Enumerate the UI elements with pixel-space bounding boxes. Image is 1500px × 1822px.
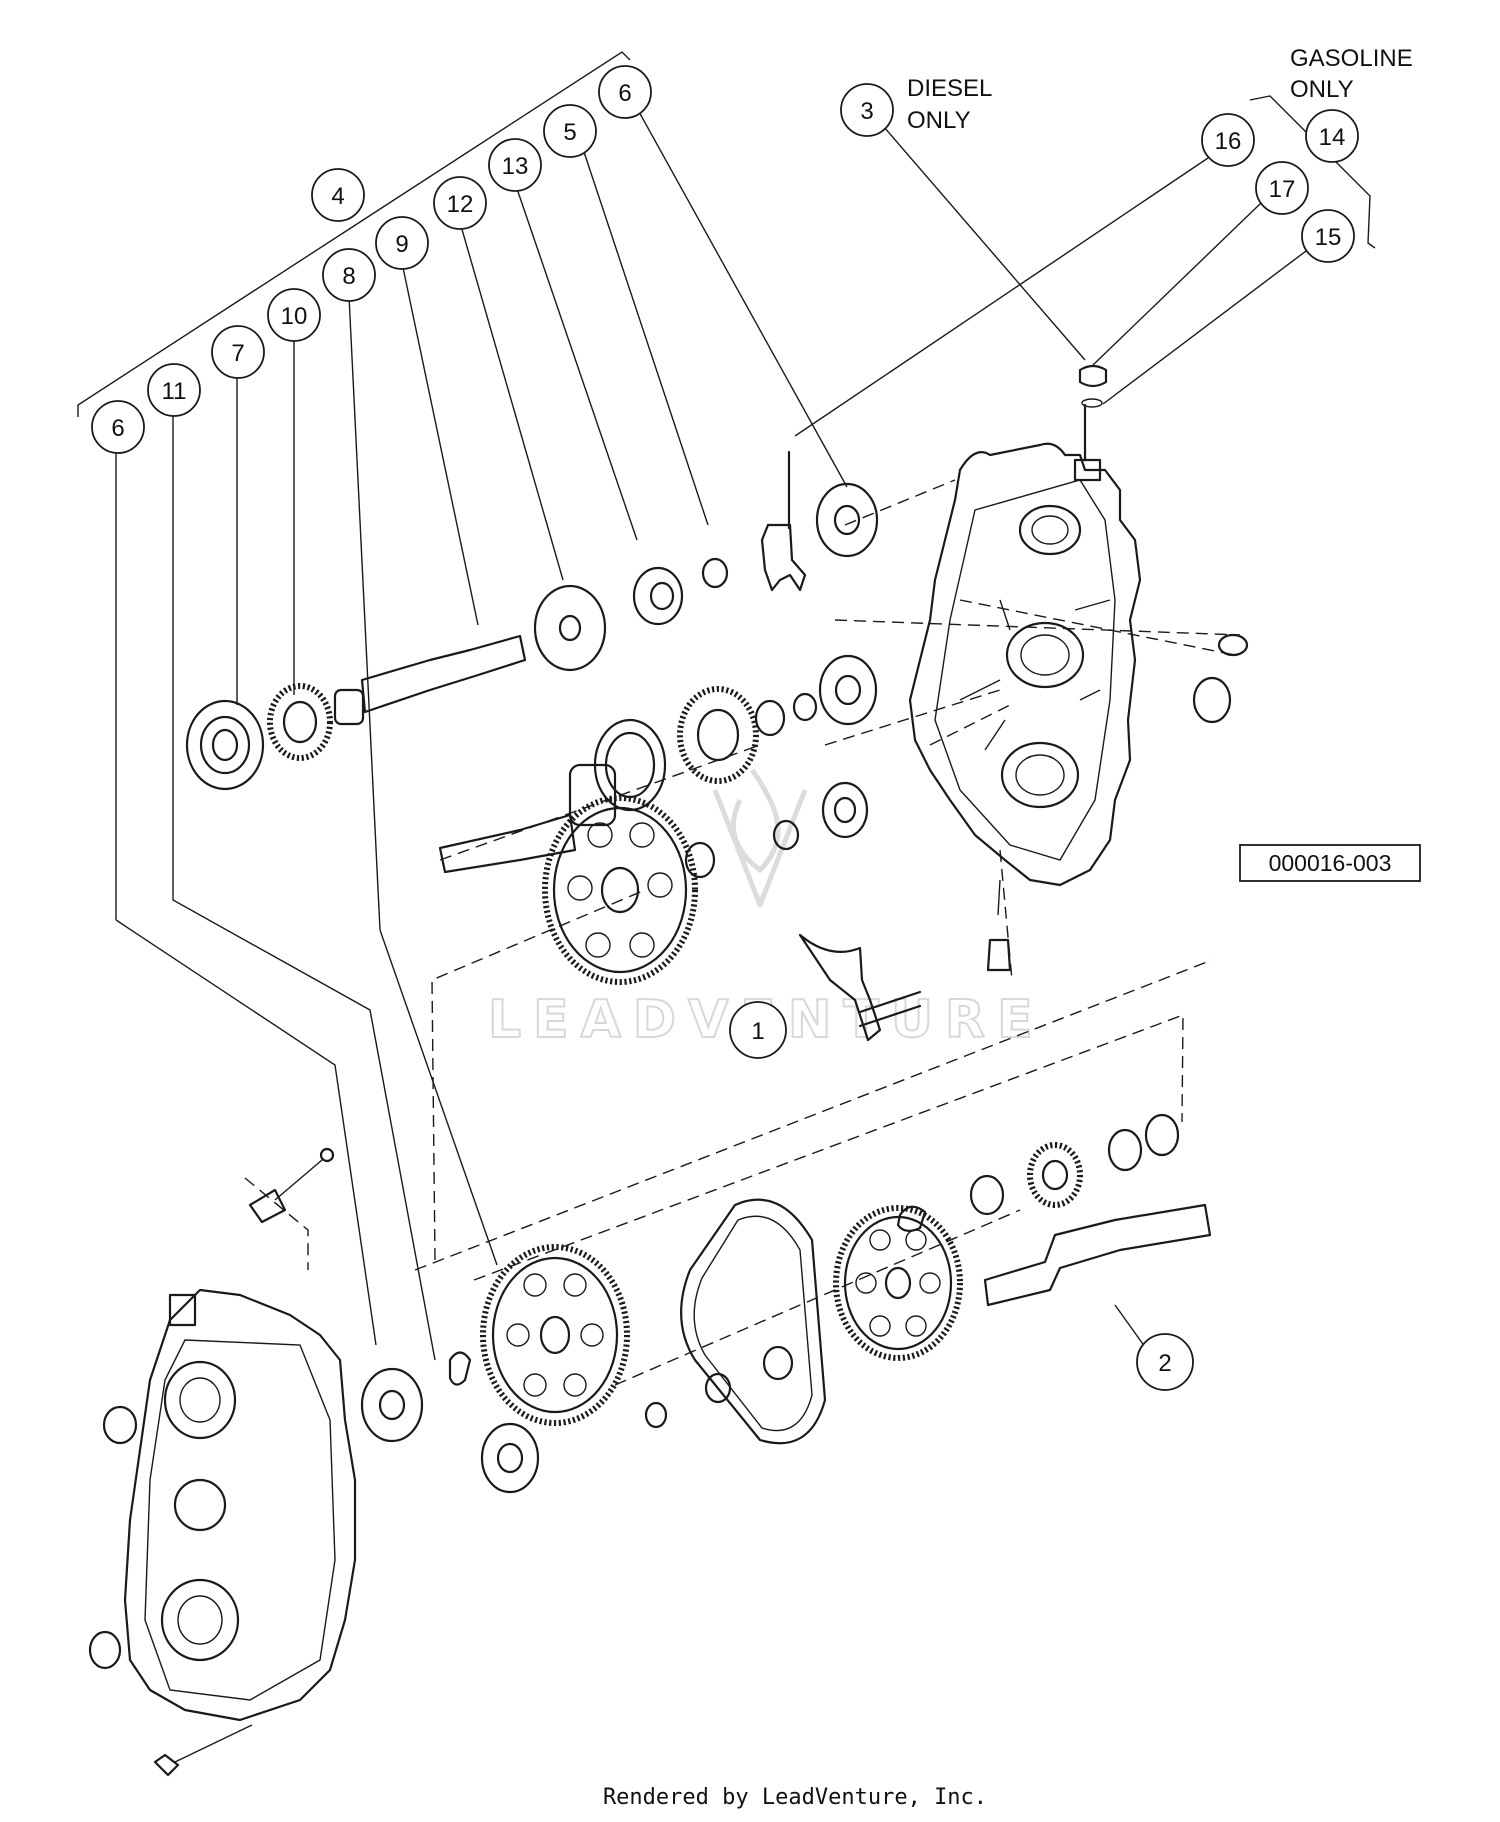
callout-c13[interactable]: 13 — [488, 138, 542, 192]
svg-text:15: 15 — [1315, 224, 1342, 251]
group-bracket-top — [77, 51, 631, 417]
svg-text:10: 10 — [281, 303, 308, 330]
callout-c9[interactable]: 9 — [375, 216, 429, 270]
callout-c15[interactable]: 15 — [1301, 209, 1355, 263]
callout-c17[interactable]: 17 — [1255, 161, 1309, 215]
middle-gear-assembly — [438, 633, 1249, 985]
callout-c11[interactable]: 11 — [147, 363, 201, 417]
diagram-reference-number: 000016-003 — [1239, 844, 1421, 882]
callout-c12[interactable]: 12 — [433, 176, 487, 230]
callout-c6b[interactable]: 6 — [91, 400, 145, 454]
callout-c14[interactable]: 14 — [1305, 109, 1359, 163]
leader-lines — [115, 109, 1311, 1369]
callout-c16[interactable]: 16 — [1201, 113, 1255, 167]
footer-credit: Rendered by LeadVenture, Inc. — [603, 1785, 987, 1810]
callout-c4[interactable]: 4 — [311, 168, 365, 222]
svg-text:12: 12 — [447, 191, 474, 218]
upper-shaft-assembly — [185, 450, 879, 791]
callout-c6a[interactable]: 6 — [598, 65, 652, 119]
gasoline-note-line1: GASOLINE — [1290, 45, 1413, 72]
callout-c8[interactable]: 8 — [322, 248, 376, 302]
left-transmission-housing — [88, 1147, 357, 1777]
svg-text:6: 6 — [111, 415, 124, 442]
svg-text:17: 17 — [1269, 176, 1296, 203]
svg-text:3: 3 — [860, 98, 873, 125]
svg-text:6: 6 — [618, 80, 631, 107]
svg-text:4: 4 — [331, 183, 344, 210]
callout-c5[interactable]: 5 — [543, 104, 597, 158]
svg-text:16: 16 — [1215, 128, 1242, 155]
svg-text:14: 14 — [1319, 124, 1346, 151]
diesel-note-line2: ONLY — [907, 107, 971, 134]
shift-fork — [798, 933, 922, 1042]
svg-text:2: 2 — [1158, 1350, 1171, 1377]
callout-c10[interactable]: 10 — [267, 288, 321, 342]
svg-text:13: 13 — [502, 153, 529, 180]
svg-text:5: 5 — [563, 119, 576, 146]
callout-c2[interactable]: 2 — [1136, 1333, 1194, 1391]
diesel-note-line1: DIESEL — [907, 75, 992, 102]
group-bracket-gasoline — [1249, 95, 1376, 249]
assembly-dashed-lines — [244, 479, 1241, 1386]
svg-text:000016-003: 000016-003 — [1269, 850, 1392, 876]
lower-gear-train — [360, 1113, 1212, 1494]
svg-text:1: 1 — [751, 1018, 764, 1045]
leadventure-logo-icon — [712, 768, 808, 908]
svg-text:11: 11 — [162, 378, 187, 405]
callout-c7[interactable]: 7 — [211, 325, 265, 379]
callout-c3[interactable]: 3 — [840, 83, 894, 137]
svg-text:7: 7 — [231, 340, 244, 367]
right-transmission-housing — [908, 364, 1142, 972]
gasoline-note-line2: ONLY — [1290, 76, 1354, 103]
callout-c1[interactable]: 1 — [729, 1001, 787, 1059]
svg-text:9: 9 — [395, 231, 408, 258]
svg-text:8: 8 — [342, 263, 355, 290]
